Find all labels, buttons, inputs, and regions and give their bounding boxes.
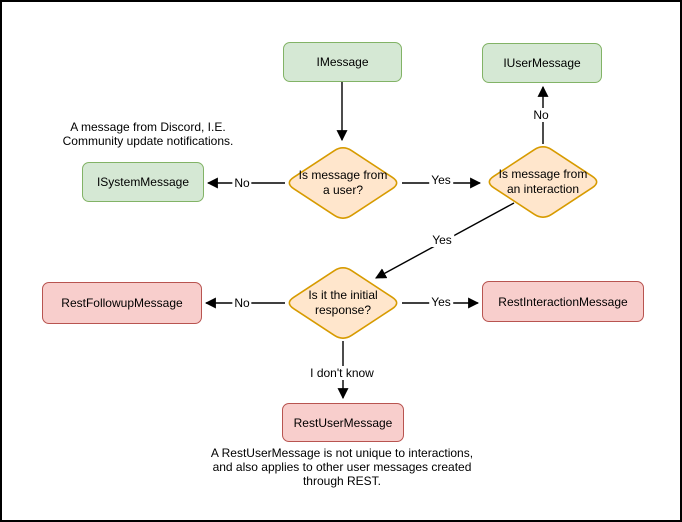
- node-iusermessage-label: IUserMessage: [503, 56, 581, 70]
- edge-label-interaction-yes: Yes: [430, 233, 454, 247]
- edge-label-user-yes: Yes: [429, 173, 453, 187]
- node-restinteractionmessage: RestInteractionMessage: [482, 281, 644, 322]
- annotation-rest-user-message-note: A RestUserMessage is not unique to inter…: [210, 446, 474, 488]
- edge-label-initial-no: No: [232, 296, 252, 310]
- edge-label-initial-yes: Yes: [429, 295, 453, 309]
- node-restfollowupmessage-label: RestFollowupMessage: [61, 296, 183, 310]
- node-restfollowupmessage: RestFollowupMessage: [42, 282, 202, 324]
- decision-diamond-is-message-from-interaction: [488, 146, 598, 218]
- node-isystemmessage: ISystemMessage: [82, 162, 204, 202]
- node-iusermessage: IUserMessage: [482, 43, 602, 83]
- edge-label-initial-unknown: I don't know: [308, 366, 376, 380]
- node-restusermessage-label: RestUserMessage: [293, 415, 393, 430]
- node-restusermessage: RestUserMessage: [282, 403, 404, 442]
- node-isystemmessage-label: ISystemMessage: [96, 175, 190, 189]
- edge-label-interaction-no: No: [531, 108, 551, 122]
- node-imessage: IMessage: [283, 42, 402, 82]
- node-imessage-label: IMessage: [316, 55, 369, 69]
- decision-diamond-is-message-from-user: [288, 147, 398, 219]
- decision-diamond-is-initial-response: [288, 267, 398, 339]
- edge-label-user-no: No: [232, 176, 252, 190]
- annotation-system-message-note: A message from Discord, I.E. Community u…: [62, 120, 234, 148]
- node-restinteractionmessage-label: RestInteractionMessage: [498, 294, 628, 309]
